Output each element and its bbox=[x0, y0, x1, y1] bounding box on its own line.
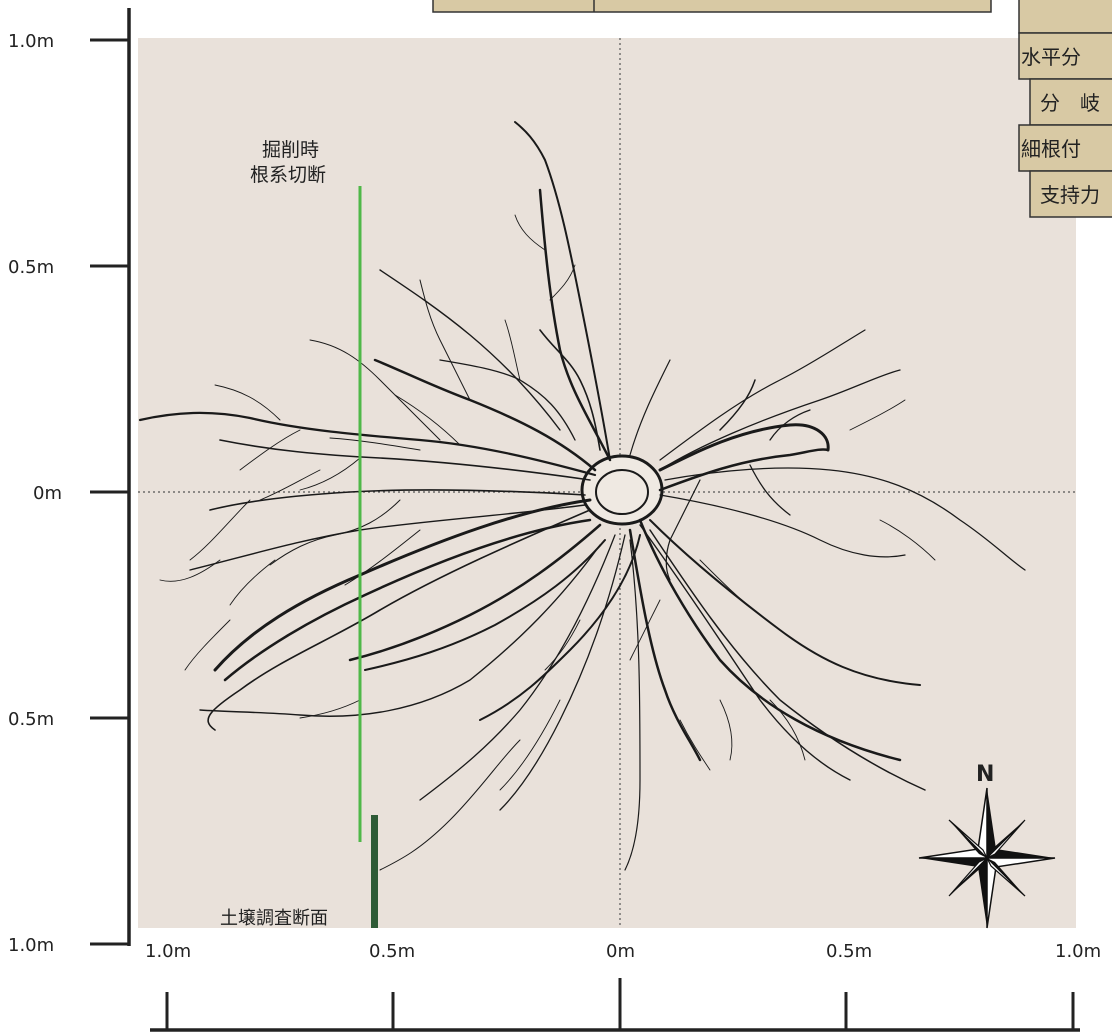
info-table-row-3: 細根付 bbox=[1021, 137, 1081, 161]
soil-survey-section-label: 土壌調査断面 bbox=[220, 908, 328, 929]
left-scale-axis: 1.0m 0.5m 0m 0.5m 1.0m bbox=[8, 8, 131, 956]
bottom-tick-label-1: 1.0m bbox=[145, 941, 191, 962]
left-tick-label-lower: 0.5m bbox=[8, 709, 54, 730]
soil-survey-section-marker bbox=[371, 815, 378, 928]
bottom-tick-label-2: 0.5m bbox=[369, 941, 415, 962]
bottom-tick-label-3: 0m bbox=[606, 941, 635, 962]
bottom-tick-label-4: 0.5m bbox=[826, 941, 872, 962]
info-table-row-1: 水平分 bbox=[1021, 45, 1081, 69]
left-tick-label-upper: 0.5m bbox=[8, 257, 54, 278]
info-table: 水平分 分 岐 細根付 支持力 bbox=[1018, 0, 1112, 218]
info-table-row-4: 支持力 bbox=[1040, 183, 1100, 207]
north-label: N bbox=[976, 762, 994, 787]
left-tick-label-top: 1.0m bbox=[8, 31, 54, 52]
compass-rose-icon bbox=[918, 787, 1056, 929]
bottom-tick-labels: 1.0m 0.5m 0m 0.5m 1.0m bbox=[145, 941, 1101, 962]
info-table-row-2: 分 岐 bbox=[1040, 91, 1100, 115]
cut-label-line2: 根系切断 bbox=[250, 164, 326, 186]
left-tick-label-bottom: 1.0m bbox=[8, 935, 54, 956]
bottom-scale-bar bbox=[150, 978, 1080, 1032]
bottom-tick-label-5: 1.0m bbox=[1055, 941, 1101, 962]
header-box bbox=[432, 0, 992, 13]
cut-label-line1: 掘削時 bbox=[262, 139, 319, 161]
left-tick-label-center: 0m bbox=[33, 483, 62, 504]
